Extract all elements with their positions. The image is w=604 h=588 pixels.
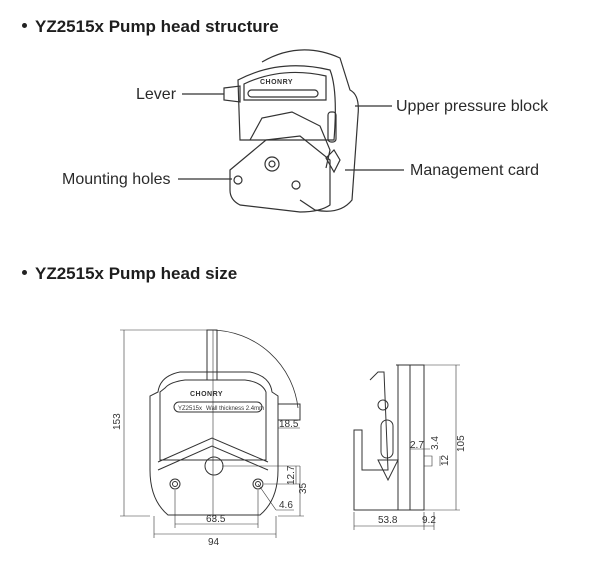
dim-center-offset: 12.7 — [286, 465, 297, 485]
upper-pressure-block — [327, 111, 337, 143]
dim-3-4: 3.4 — [430, 436, 441, 450]
lever-label: Lever — [136, 86, 177, 103]
dim-front-width: 94 — [208, 537, 220, 548]
dim-back-offset: 9.2 — [422, 515, 436, 526]
brand-text: CHONRY — [260, 79, 293, 86]
pump-head-front-view: CHONRY YZ2515x Wall thickness 2.4mm — [120, 329, 304, 538]
lever-handle — [223, 85, 241, 103]
front-hole-right — [252, 478, 264, 490]
management-card-label: Management card — [410, 162, 539, 179]
side-pressure-block — [380, 419, 394, 459]
dim-front-height: 153 — [112, 413, 123, 430]
model-plate — [173, 401, 263, 413]
mounting-holes-label: Mounting holes — [62, 171, 171, 188]
front-hole-left — [169, 478, 181, 490]
dim-hole-spacing: 63.5 — [206, 514, 226, 525]
tube-note-text: Wall thickness 2.4mm — [206, 406, 264, 412]
front-body — [149, 371, 279, 516]
pump-head-side-view — [353, 364, 460, 530]
structure-section-title: YZ2515x Pump head structure — [22, 17, 279, 37]
dim-side-height: 105 — [456, 435, 467, 452]
side-body — [353, 364, 425, 511]
dim-12: 12 — [440, 454, 451, 466]
bullet-icon — [22, 23, 27, 29]
lower-plate — [229, 135, 331, 213]
label-plate — [247, 89, 319, 98]
model-text: YZ2515x — [178, 406, 202, 412]
front-brand-text: CHONRY — [190, 391, 223, 398]
side-knob — [277, 403, 301, 421]
center-knob — [264, 156, 280, 172]
bullet-icon — [22, 270, 27, 276]
mounting-hole-left — [233, 175, 243, 185]
dim-lever-offset: 18.5 — [279, 419, 299, 430]
dim-side-depth: 53.8 — [378, 515, 398, 526]
dim-2-7: 2.7 — [410, 440, 424, 451]
management-card — [325, 149, 341, 174]
size-title-text: YZ2515x Pump head size — [35, 264, 238, 283]
upper-cover — [237, 65, 336, 141]
dim-hole-diameter: 4.6 — [279, 500, 293, 511]
size-section-title: YZ2515x Pump head size — [22, 264, 237, 284]
structure-title-text: YZ2515x Pump head structure — [35, 17, 279, 36]
mounting-hole-right — [291, 180, 301, 190]
pump-head-perspective: CHONRY — [178, 49, 404, 213]
dim-hole-height: 35 — [298, 482, 309, 494]
upper-pressure-block-label: Upper pressure block — [396, 98, 549, 115]
